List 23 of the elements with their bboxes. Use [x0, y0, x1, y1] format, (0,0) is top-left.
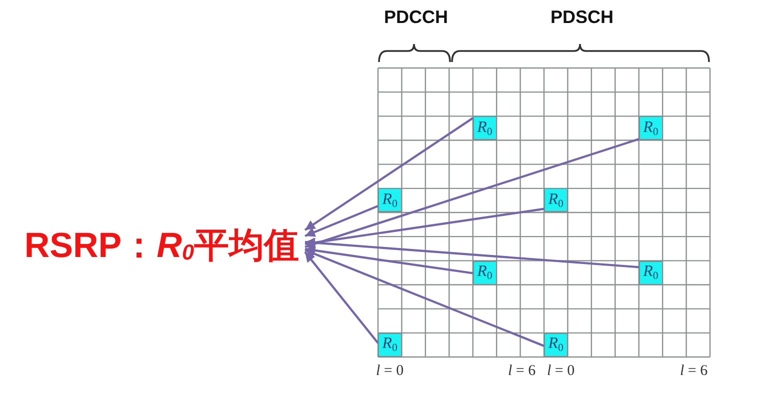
reference-signal-cell: R$_{0}$: [544, 332, 568, 357]
arrow: [304, 251, 379, 344]
symbol-index-label: l = 0: [547, 363, 575, 380]
reference-signal-cell: R$_{0}$: [378, 188, 402, 212]
metric-label: RSRP：R$_{0}$平均值: [8, 222, 305, 268]
reference-signal-cell: R$_{0}$: [638, 260, 663, 285]
channel-label: PDSCH: [550, 7, 614, 28]
symbol-index-label: l = 6: [508, 363, 536, 380]
symbol-index-label: l = 0: [376, 363, 404, 380]
arrow: [304, 238, 639, 268]
reference-signal-cell: R$_{0}$: [378, 332, 402, 357]
arrow: [304, 249, 544, 347]
arrow: [304, 245, 474, 274]
arrow: [304, 117, 474, 231]
reference-signal-cell: R$_{0}$: [638, 116, 663, 140]
reference-signal-cell: R$_{0}$: [472, 116, 497, 140]
arrow: [304, 138, 640, 249]
arrow: [304, 208, 544, 248]
reference-signal-cell: R$_{0}$: [544, 188, 568, 212]
arrow: [304, 204, 378, 237]
reference-signal-cell: R$_{0}$: [472, 260, 497, 285]
symbol-index-label: l = 6: [680, 363, 708, 380]
channel-label: PDCCH: [384, 7, 448, 28]
